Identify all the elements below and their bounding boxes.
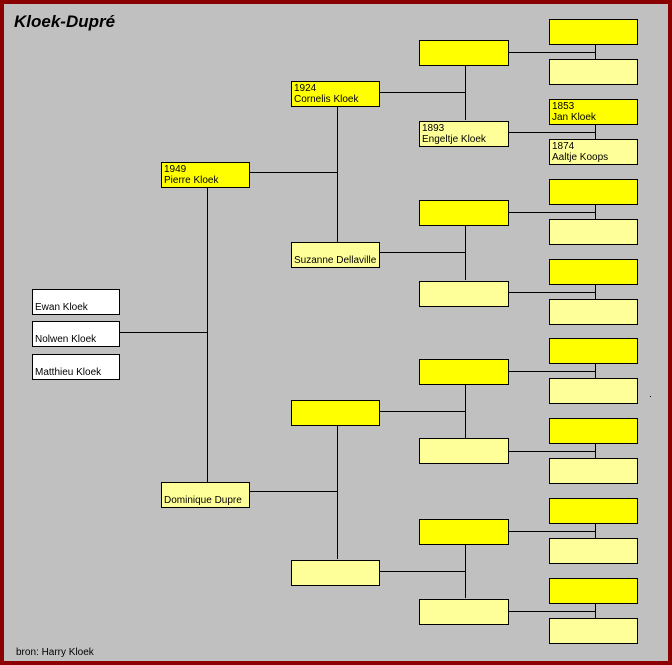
- mother-box[interactable]: Dominique Dupre: [161, 482, 250, 508]
- person-name: Engeltje Kloek: [422, 134, 486, 145]
- paternal-grandmother-box[interactable]: Suzanne Dellaville: [291, 242, 380, 268]
- great-great-grandparent-box[interactable]: [549, 179, 638, 205]
- person-name: Suzanne Dellaville: [294, 255, 377, 266]
- great-grandparent-box[interactable]: [419, 281, 509, 307]
- great-great-grandparent-box[interactable]: [549, 19, 638, 45]
- child-name: Ewan Kloek: [35, 302, 88, 313]
- father-box[interactable]: 1949 Pierre Kloek: [161, 162, 250, 188]
- source-credit: bron: Harry Kloek: [16, 647, 94, 658]
- child-name: Matthieu Kloek: [35, 367, 102, 378]
- person-year: 1893: [422, 123, 445, 134]
- great-great-grandparent-box[interactable]: [549, 259, 638, 285]
- great-great-grandparent-box[interactable]: [549, 458, 638, 484]
- stray-dot: [650, 396, 651, 397]
- great-great-grandparent-box[interactable]: [549, 299, 638, 325]
- great-grandparent-box[interactable]: [419, 200, 509, 226]
- great-grandparent-box[interactable]: [419, 438, 509, 464]
- great-grandparent-box[interactable]: [419, 599, 509, 625]
- person-year: 1924: [294, 83, 317, 94]
- maternal-grandfather-box[interactable]: [291, 400, 380, 426]
- child-box-2[interactable]: Nolwen Kloek: [32, 321, 120, 347]
- great-great-grandparent-box[interactable]: 1874 Aaltje Koops: [549, 139, 638, 165]
- maternal-grandmother-box[interactable]: [291, 560, 380, 586]
- great-great-grandparent-box[interactable]: [549, 538, 638, 564]
- child-box-1[interactable]: Ewan Kloek: [32, 289, 120, 315]
- person-year: 1874: [552, 141, 575, 152]
- connector-lines: [119, 44, 596, 618]
- person-year: 1949: [164, 164, 187, 175]
- child-name: Nolwen Kloek: [35, 334, 97, 345]
- paternal-grandfather-box[interactable]: 1924 Cornelis Kloek: [291, 81, 380, 107]
- great-grandparent-box[interactable]: [419, 359, 509, 385]
- great-great-grandparent-box[interactable]: [549, 338, 638, 364]
- great-grandparent-box[interactable]: [419, 40, 509, 66]
- person-year: 1853: [552, 101, 575, 112]
- great-great-grandparent-box[interactable]: [549, 219, 638, 245]
- great-grandparent-box[interactable]: 1893 Engeltje Kloek: [419, 121, 509, 147]
- person-name: Pierre Kloek: [164, 175, 219, 186]
- great-great-grandparent-box[interactable]: [549, 498, 638, 524]
- person-name: Aaltje Koops: [552, 152, 609, 163]
- person-name: Cornelis Kloek: [294, 94, 359, 105]
- great-great-grandparent-box[interactable]: [549, 578, 638, 604]
- child-box-3[interactable]: Matthieu Kloek: [32, 354, 120, 380]
- person-name: Dominique Dupre: [164, 495, 242, 506]
- great-great-grandparent-box[interactable]: [549, 618, 638, 644]
- page-title: Kloek-Dupré: [14, 12, 116, 31]
- great-great-grandparent-box[interactable]: [549, 378, 638, 404]
- person-name: Jan Kloek: [552, 112, 596, 123]
- great-great-grandparent-box[interactable]: 1853 Jan Kloek: [549, 99, 638, 125]
- great-grandparent-box[interactable]: [419, 519, 509, 545]
- great-great-grandparent-box[interactable]: [549, 418, 638, 444]
- great-great-grandparent-box[interactable]: [549, 59, 638, 85]
